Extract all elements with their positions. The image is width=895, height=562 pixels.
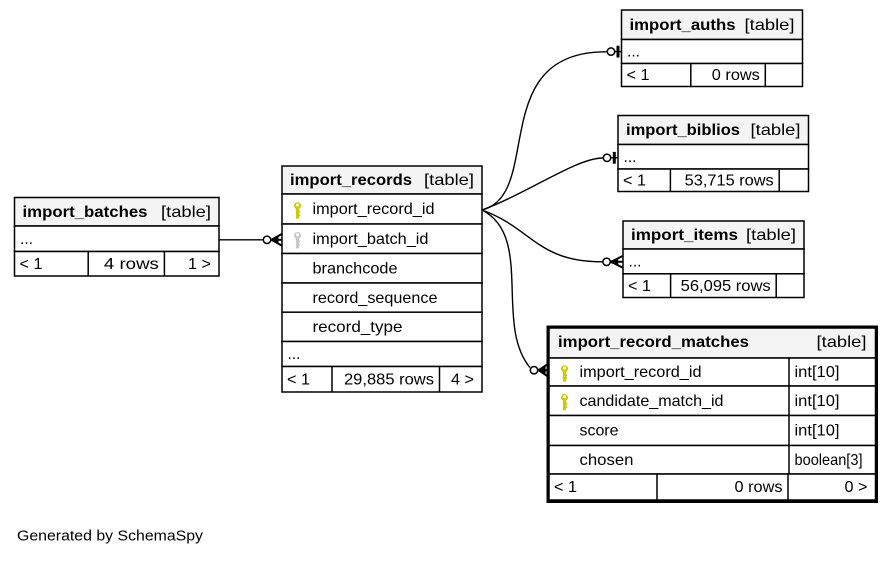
svg-text:candidate_match_id: candidate_match_id bbox=[580, 393, 724, 410]
svg-text:record_type: record_type bbox=[313, 319, 403, 336]
svg-text:branchcode: branchcode bbox=[313, 260, 398, 277]
svg-text:...: ... bbox=[288, 346, 301, 363]
svg-text:...: ... bbox=[20, 231, 33, 248]
svg-text:29,885 rows: 29,885 rows bbox=[344, 371, 434, 388]
svg-text:...: ... bbox=[627, 44, 640, 61]
svg-text:< 1: < 1 bbox=[287, 371, 310, 388]
svg-text:import_batch_id: import_batch_id bbox=[313, 231, 429, 248]
svg-text:Generated by SchemaSpy: Generated by SchemaSpy bbox=[17, 528, 204, 544]
svg-text:4 rows: 4 rows bbox=[104, 256, 159, 273]
svg-text:import_auths: import_auths bbox=[630, 17, 736, 34]
svg-text:import_biblios: import_biblios bbox=[626, 122, 740, 139]
svg-text:56,095 rows: 56,095 rows bbox=[681, 278, 771, 295]
svg-text:import_items: import_items bbox=[631, 227, 738, 244]
svg-text:< 1: < 1 bbox=[623, 172, 646, 189]
svg-text:[table]: [table] bbox=[751, 122, 801, 139]
svg-text:int[10]: int[10] bbox=[795, 423, 840, 440]
svg-text:...: ... bbox=[629, 254, 642, 271]
svg-text:[table]: [table] bbox=[745, 17, 795, 34]
svg-text:boolean[3]: boolean[3] bbox=[795, 452, 863, 469]
svg-text:< 1: < 1 bbox=[628, 278, 651, 295]
svg-text:[table]: [table] bbox=[424, 172, 474, 189]
svg-text:[table]: [table] bbox=[746, 227, 796, 244]
svg-text:< 1: < 1 bbox=[627, 67, 650, 84]
svg-text:import_record_id: import_record_id bbox=[313, 201, 435, 218]
svg-text:[table]: [table] bbox=[817, 334, 867, 351]
svg-text:53,715 rows: 53,715 rows bbox=[685, 172, 774, 189]
svg-text:4 >: 4 > bbox=[451, 371, 474, 388]
svg-text:int[10]: int[10] bbox=[795, 393, 840, 410]
svg-text:0 rows: 0 rows bbox=[712, 67, 760, 84]
svg-text:record_sequence: record_sequence bbox=[313, 290, 438, 307]
svg-text:chosen: chosen bbox=[580, 452, 634, 469]
svg-text:0 rows: 0 rows bbox=[735, 479, 783, 496]
svg-text:...: ... bbox=[624, 149, 637, 166]
svg-text:< 1: < 1 bbox=[554, 479, 577, 496]
svg-text:< 1: < 1 bbox=[20, 256, 43, 273]
svg-text:import_records: import_records bbox=[290, 172, 412, 189]
svg-text:0 >: 0 > bbox=[845, 479, 868, 496]
svg-text:1 >: 1 > bbox=[188, 256, 211, 273]
svg-text:[table]: [table] bbox=[161, 204, 211, 221]
svg-text:int[10]: int[10] bbox=[795, 364, 840, 381]
svg-text:import_record_id: import_record_id bbox=[580, 364, 702, 381]
svg-text:import_record_matches: import_record_matches bbox=[558, 334, 749, 351]
svg-text:score: score bbox=[580, 423, 619, 440]
svg-text:import_batches: import_batches bbox=[23, 204, 148, 221]
